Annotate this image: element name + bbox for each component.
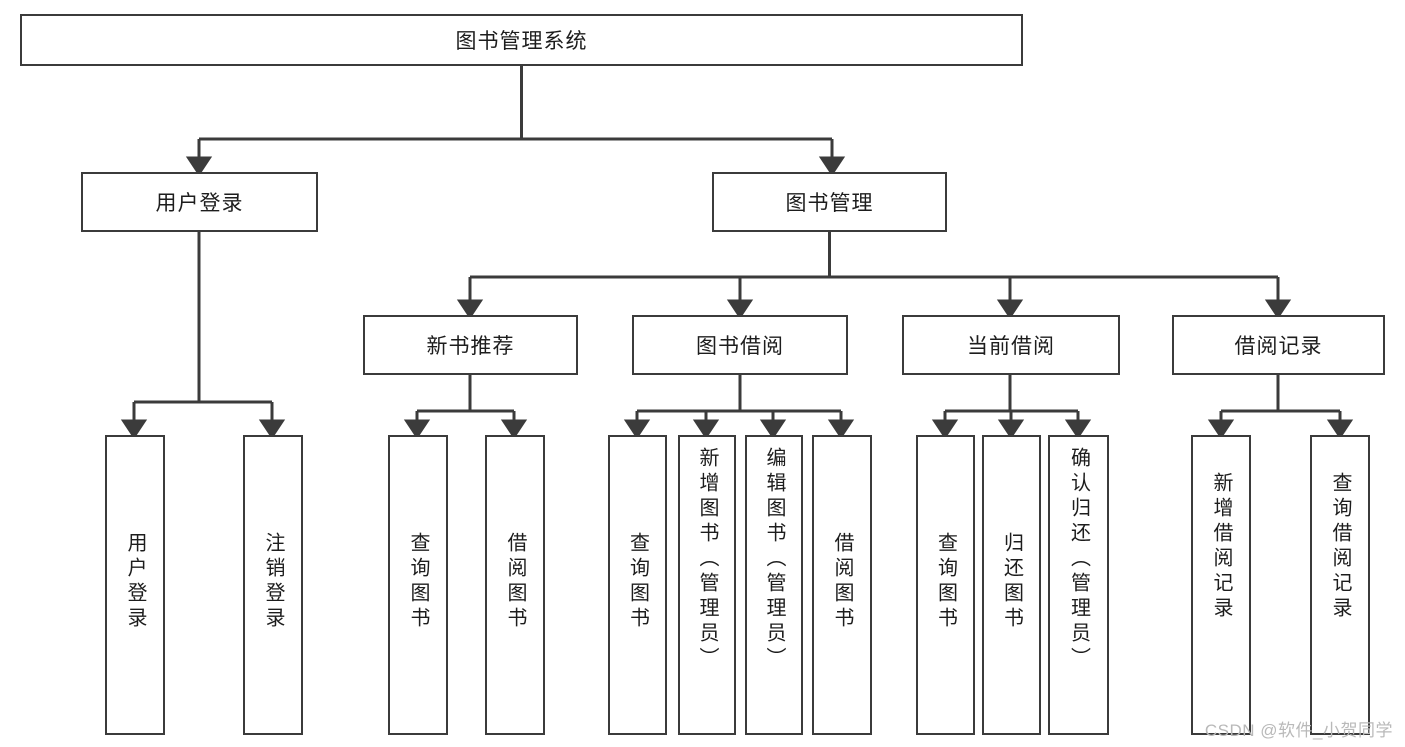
node-label: 用户登录 [155,192,244,215]
leaf-add-book-admin[interactable]: 新增图书（管理员） [678,435,736,735]
leaf-edit-book-admin[interactable]: 编辑图书（管理员） [745,435,803,735]
leaf-query-borrow-record[interactable]: 查询借阅记录 [1310,435,1370,735]
leaf-label: 新增图书（管理员） [696,447,718,672]
leaf-label: 查询图书 [934,532,957,632]
leaf-user-login[interactable]: 用户登录 [105,435,165,735]
node-current-borrow[interactable]: 当前借阅 [902,315,1120,375]
node-label: 图书管理 [785,192,874,215]
node-book-management[interactable]: 图书管理 [712,172,947,232]
node-label: 当前借阅 [967,335,1055,358]
leaf-label: 查询图书 [407,532,429,632]
leaf-label: 借阅图书 [504,532,526,632]
watermark-text: CSDN @软件_小贺同学 [1204,721,1393,740]
node-label: 图书借阅 [696,335,784,358]
leaf-label: 注销登录 [262,532,284,632]
node-borrow-record[interactable]: 借阅记录 [1172,315,1385,375]
leaf-label: 借阅图书 [831,532,853,632]
leaf-query-book-newbook[interactable]: 查询图书 [388,435,448,735]
leaf-add-borrow-record[interactable]: 新增借阅记录 [1191,435,1251,735]
leaf-confirm-return-admin[interactable]: 确认归还（管理员） [1048,435,1109,735]
leaf-borrow-book-borrow[interactable]: 借阅图书 [812,435,872,735]
leaf-borrow-book-newbook[interactable]: 借阅图书 [485,435,545,735]
node-user-login[interactable]: 用户登录 [81,172,318,232]
node-root-system[interactable]: 图书管理系统 [20,14,1023,66]
leaf-label: 确认归还（管理员） [1067,447,1090,672]
leaf-label: 归还图书 [1000,532,1023,632]
leaf-label: 查询借阅记录 [1329,472,1351,622]
node-book-borrow[interactable]: 图书借阅 [632,315,848,375]
node-label: 新书推荐 [426,335,515,358]
node-new-book-recommend[interactable]: 新书推荐 [363,315,578,375]
leaf-query-book-current[interactable]: 查询图书 [916,435,975,735]
node-label: 借阅记录 [1234,335,1323,358]
leaf-query-book-borrow[interactable]: 查询图书 [608,435,667,735]
leaf-user-logout[interactable]: 注销登录 [243,435,303,735]
leaf-label: 用户登录 [124,532,146,632]
leaf-return-book[interactable]: 归还图书 [982,435,1041,735]
leaf-label: 新增借阅记录 [1210,472,1232,622]
leaf-label: 编辑图书（管理员） [763,447,785,672]
leaf-label: 查询图书 [626,532,649,632]
node-label: 图书管理系统 [455,30,588,53]
